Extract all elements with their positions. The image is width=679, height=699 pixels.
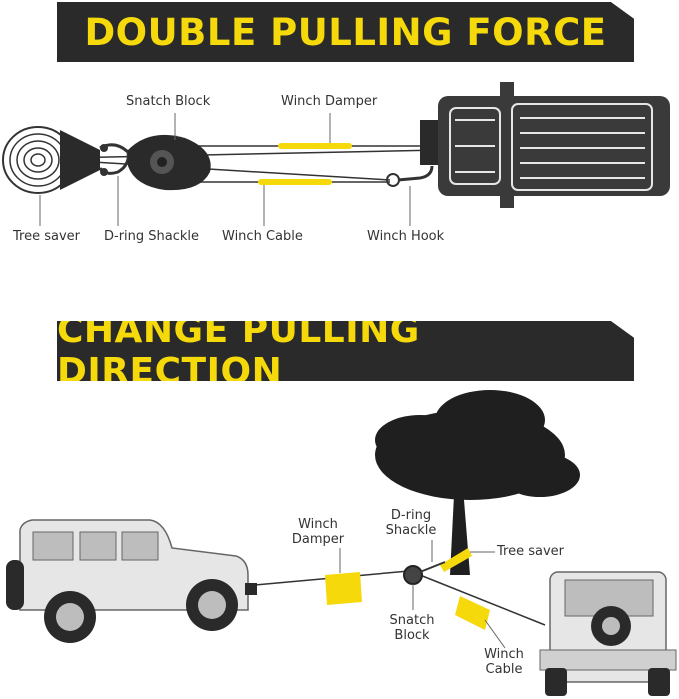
label-snatch-line2: Block — [394, 628, 430, 643]
label-winch-cable-2: Winch Cable — [484, 647, 524, 677]
tree-icon — [375, 390, 580, 575]
vehicle-top-view-icon — [420, 82, 670, 208]
label-cable-line2: Cable — [485, 662, 523, 677]
vehicle-rear-view-icon — [539, 571, 677, 696]
label-winch-cable: Winch Cable — [222, 229, 303, 244]
title-banner-double-pulling-force: DOUBLE PULLING FORCE — [57, 2, 634, 62]
label-cable-line1: Winch — [484, 647, 524, 662]
cable-lower — [59, 159, 391, 181]
label-d-ring-line2: Shackle — [385, 523, 437, 538]
label-winch-damper: Winch Damper — [281, 94, 378, 109]
cable-upper — [59, 149, 441, 159]
title-banner-change-pulling-direction: CHANGE PULLING DIRECTION — [57, 321, 634, 381]
jeep-side-view-icon — [6, 519, 257, 643]
label-d-ring-shackle: D-ring Shackle — [104, 229, 200, 244]
winch-damper-small-icon — [325, 572, 362, 605]
winch-damper-lower — [258, 179, 332, 185]
label-d-ring-line1: D-ring — [390, 508, 432, 523]
winch-damper-upper — [278, 143, 352, 149]
winch-hook-icon — [386, 165, 434, 187]
label-snatch-line1: Snatch — [389, 613, 435, 628]
label-winch-damper-2: Winch Damper — [292, 517, 344, 547]
d-ring-shackle-icon — [98, 143, 130, 176]
cable-to-vehicle — [419, 574, 546, 626]
label-d-ring-shackle-2: D-ring Shackle — [386, 508, 437, 538]
label-tree-saver: Tree saver — [13, 229, 80, 244]
snatch-block-icon — [128, 134, 211, 191]
label-tree-saver-2: Tree saver — [497, 544, 564, 559]
winch-damper-small-icon-2 — [455, 596, 490, 630]
tree-saver-coil-icon — [2, 126, 100, 194]
title-change-pulling-direction: CHANGE PULLING DIRECTION — [57, 310, 420, 392]
label-snatch-block-2: Snatch Block — [390, 613, 435, 643]
label-winch-hook: Winch Hook — [367, 229, 445, 244]
label-snatch-block: Snatch Block — [126, 94, 211, 109]
label-winch-damper-line2: Damper — [291, 532, 345, 547]
label-winch-damper-line1: Winch — [298, 517, 338, 532]
tree-saver-strap-icon — [440, 548, 472, 572]
snatch-block-small-icon — [403, 565, 423, 585]
title-double-pulling-force: DOUBLE PULLING FORCE — [84, 10, 607, 54]
